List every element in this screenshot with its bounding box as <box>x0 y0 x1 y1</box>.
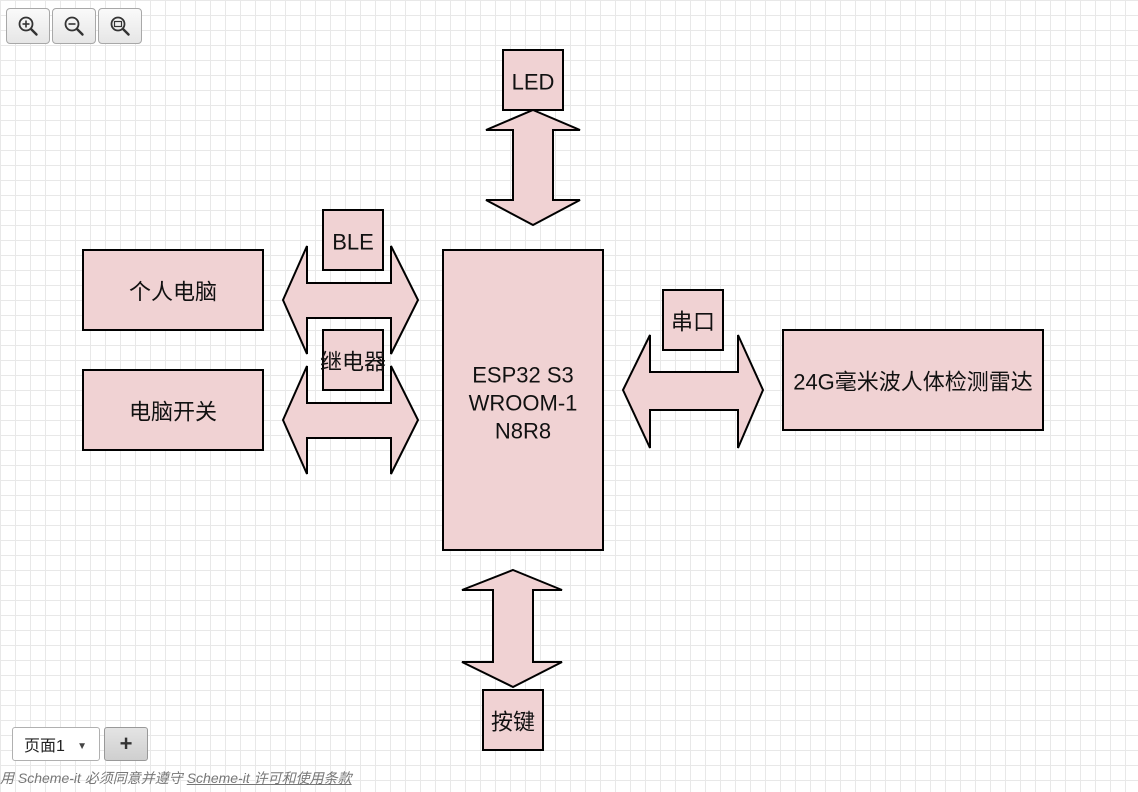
arrow-switch-esp32[interactable] <box>281 365 420 475</box>
radar-label: 24G毫米波人体检测雷达 <box>793 370 1033 395</box>
pc-block[interactable] <box>82 249 264 331</box>
page-select[interactable]: 页面1 ▼ <box>12 727 100 761</box>
arrow-esp32-radar[interactable] <box>621 334 765 449</box>
arrow-esp32-button[interactable] <box>461 568 563 689</box>
zoom-in-icon <box>18 16 38 36</box>
relay-block[interactable] <box>322 329 384 391</box>
zoom-fit-icon <box>110 16 130 36</box>
zoom-toolbar <box>6 8 142 44</box>
pc-label: 个人电脑 <box>129 280 217 305</box>
button-label: 按键 <box>491 710 535 735</box>
pc-switch-label: 电脑开关 <box>129 400 217 425</box>
esp32-block[interactable] <box>442 249 604 551</box>
ble-block[interactable] <box>322 209 384 271</box>
arrow-pc-esp32[interactable] <box>281 245 420 355</box>
pc-switch-block[interactable] <box>82 369 264 451</box>
page-select-label: 页面1 <box>24 738 65 755</box>
terms-link[interactable]: Scheme-it 许可和使用条款 <box>186 770 352 786</box>
footer-notice: 用 Scheme-it 必须同意并遵守 Scheme-it 许可和使用条款 <box>0 768 352 788</box>
chevron-down-icon: ▼ <box>77 741 87 752</box>
radar-block[interactable] <box>782 329 1044 431</box>
led-block[interactable] <box>502 49 564 111</box>
footer-text: 用 Scheme-it 必须同意并遵守 <box>0 770 187 786</box>
zoom-out-button[interactable] <box>52 8 96 44</box>
ble-label: BLE <box>332 230 374 255</box>
arrow-led-esp32[interactable] <box>485 108 581 227</box>
page-bar: 页面1 ▼ + <box>12 727 148 761</box>
zoom-out-icon <box>64 16 84 36</box>
button-block[interactable] <box>482 689 544 751</box>
esp32-label-line1: ESP32 S3 <box>472 363 574 388</box>
esp32-label-line2: WROOM-1 <box>469 391 578 416</box>
serial-block[interactable] <box>662 289 724 351</box>
esp32-label-line3: N8R8 <box>495 419 551 444</box>
add-page-button[interactable]: + <box>104 727 148 761</box>
zoom-fit-button[interactable] <box>98 8 142 44</box>
relay-label: 继电器 <box>320 350 386 375</box>
serial-label: 串口 <box>671 310 715 335</box>
zoom-in-button[interactable] <box>6 8 50 44</box>
led-label: LED <box>512 70 555 95</box>
